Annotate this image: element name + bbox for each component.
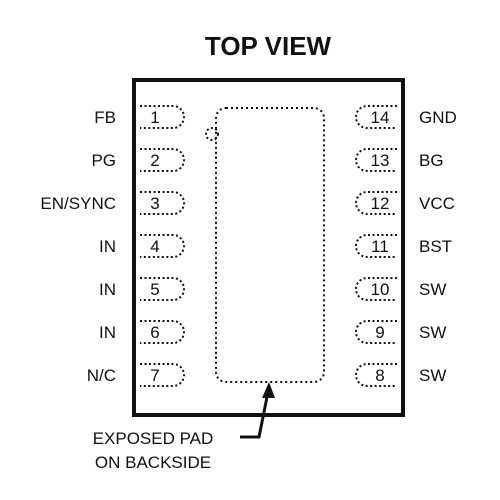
callout-arrow [240,391,270,439]
pin-right-3: 12 VCC [355,191,455,215]
pin-name: IN [99,323,116,342]
pin-right-7: 8 SW [355,363,446,387]
pin-name: BST [419,237,452,256]
pin-number: 11 [371,237,389,256]
pin-number: 14 [371,108,390,127]
pin-name: SW [419,280,446,299]
pin-number: 10 [371,280,390,299]
pin-pad [355,148,397,172]
pin-number: 9 [375,323,384,342]
pin-number: 8 [375,366,384,385]
pin-number: 7 [150,366,159,385]
pin-pad [140,277,185,301]
pin-left-5: 5 IN [99,277,185,301]
callout-arrowhead [262,382,275,398]
package-outline [132,78,405,417]
pin-name: BG [419,151,444,170]
pin-number: 12 [371,194,390,213]
pin-name: FB [94,108,116,127]
pin-pad [355,320,397,344]
pin-left-2: 2 PG [91,148,185,172]
pin-name: EN/SYNC [40,194,116,213]
callout-line-1: EXPOSED PAD [93,429,214,448]
pin-number: 2 [150,151,159,170]
pin-left-7: 7 N/C [87,363,185,387]
pin-name: IN [99,237,116,256]
pin1-indicator [205,127,219,141]
pin-pad [140,105,185,129]
pin-left-4: 4 IN [99,234,185,258]
pin-right-5: 10 SW [355,277,446,301]
pin-name: VCC [419,194,455,213]
pin-pad [140,320,185,344]
pin-name: SW [419,323,446,342]
pin-right-2: 13 BG [355,148,444,172]
pin-name: N/C [87,366,116,385]
pin-pad [355,191,397,215]
pin-number: 4 [150,237,159,256]
pin-right-4: 11 BST [355,234,452,258]
pin-number: 13 [371,151,390,170]
diagram-title: TOP VIEW [205,31,332,61]
pin-name: GND [419,108,457,127]
pin-pad [355,363,397,387]
pin-left-6: 6 IN [99,320,185,344]
pin-right-6: 9 SW [355,320,446,344]
pin-pad [140,191,185,215]
pin-name: IN [99,280,116,299]
pin-right-1: 14 GND [355,105,457,129]
pin-name: PG [91,151,116,170]
pin-number: 5 [150,280,159,299]
pin-left-1: 1 FB [94,105,185,129]
exposed-pad [215,107,325,383]
pin-left-3: 3 EN/SYNC [40,191,185,215]
pin-pad [140,234,185,258]
pin-pad [140,148,185,172]
pin-pad [355,277,397,301]
pin-pad [355,234,397,258]
pin-pad [355,105,397,129]
pin-name: SW [419,366,446,385]
callout-line-2: ON BACKSIDE [95,453,211,472]
pin-number: 6 [150,323,159,342]
pin-number: 3 [150,194,159,213]
pin-number: 1 [150,108,159,127]
pin-pad [140,363,185,387]
